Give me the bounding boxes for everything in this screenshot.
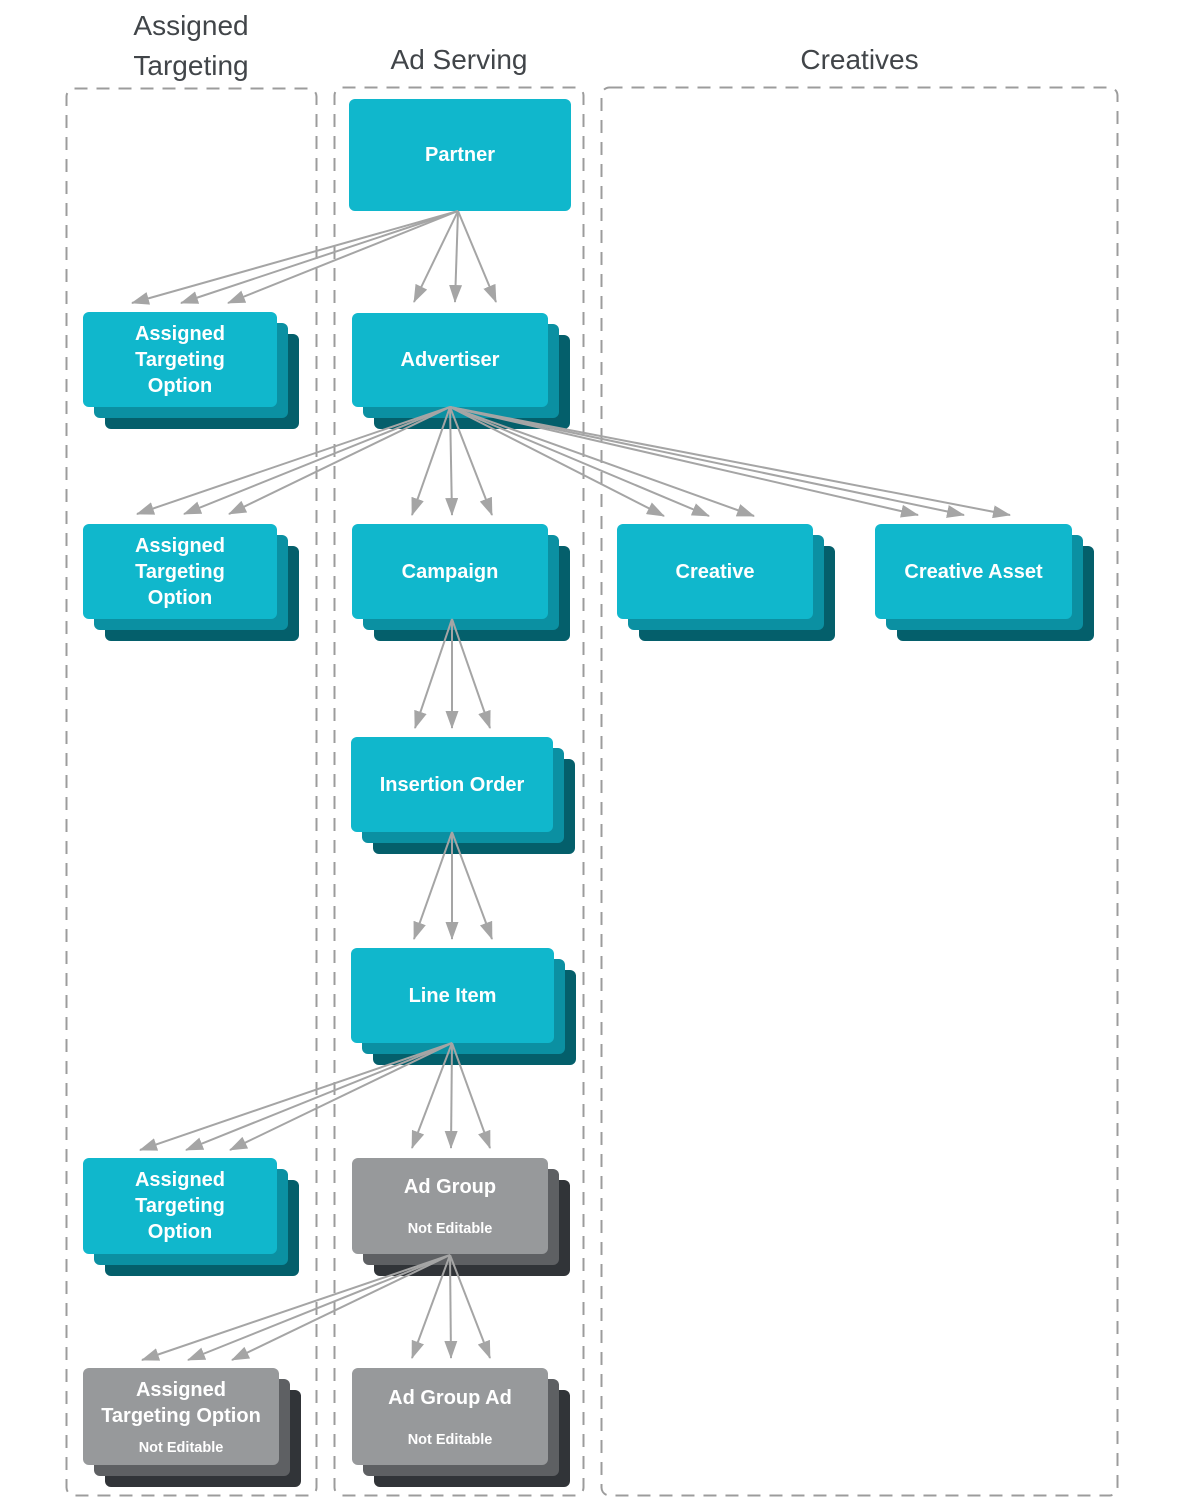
node-card: Creative Asset	[875, 524, 1072, 619]
node-line-item: Line Item	[351, 948, 576, 1065]
node-label: Assigned Targeting Option	[134, 322, 226, 397]
node-card: Assigned Targeting Option	[83, 312, 277, 407]
node-card: Creative	[617, 524, 813, 619]
node-label: Assigned Targeting Option	[134, 1169, 226, 1243]
node-sublabel: Not Editable	[138, 1439, 224, 1456]
node-assigned-targeting-option-advertiser-level: Assigned Targeting Option	[83, 524, 299, 641]
node-campaign: Campaign	[352, 524, 570, 641]
node-label: Assigned Targeting Option	[101, 1378, 261, 1427]
node-sublabel: Not Editable	[407, 1431, 493, 1448]
node-assigned-targeting-option-partner-level: Assigned Targeting Option	[83, 312, 299, 429]
node-label: Creative Asset	[904, 560, 1043, 583]
node-card: Assigned Targeting Option Not Editable	[83, 1368, 279, 1465]
column-title-ad-serving: Ad Serving	[390, 44, 528, 75]
node-ad-group-ad: Ad Group Ad Not Editable	[352, 1368, 570, 1487]
node-advertiser: Advertiser	[352, 313, 570, 429]
column-title-assigned-targeting: Assigned Targeting	[133, 10, 249, 81]
node-partner: Partner	[349, 99, 571, 211]
column-box-creatives	[600, 86, 1119, 1497]
node-label: Ad Group	[403, 1176, 497, 1198]
node-card: Ad Group Ad Not Editable	[352, 1368, 548, 1465]
node-insertion-order: Insertion Order	[351, 737, 575, 854]
column-box-assigned-targeting	[65, 87, 318, 1497]
node-card: Ad Group Not Editable	[352, 1158, 548, 1254]
node-label: Advertiser	[400, 349, 500, 371]
node-label: Partner	[424, 144, 496, 166]
node-label: Assigned Targeting Option	[134, 534, 226, 609]
node-label: Insertion Order	[379, 773, 525, 796]
node-creative: Creative	[617, 524, 835, 641]
node-label: Creative	[675, 560, 755, 583]
node-assigned-targeting-option-line-item-level: Assigned Targeting Option	[83, 1158, 299, 1276]
node-card: Line Item	[351, 948, 554, 1043]
node-card: Insertion Order	[351, 737, 553, 832]
node-sublabel: Not Editable	[407, 1221, 493, 1237]
node-card: Advertiser	[352, 313, 548, 407]
node-card: Partner	[349, 99, 571, 211]
node-card: Assigned Targeting Option	[83, 524, 277, 619]
node-label: Line Item	[408, 984, 497, 1007]
node-assigned-targeting-option-ad-group-level: Assigned Targeting Option Not Editable	[83, 1368, 301, 1487]
column-title-creatives: Creatives	[800, 44, 919, 75]
node-creative-asset: Creative Asset	[875, 524, 1094, 641]
node-label: Campaign	[401, 560, 499, 583]
node-ad-group: Ad Group Not Editable	[352, 1158, 570, 1276]
node-card: Campaign	[352, 524, 548, 619]
node-label: Ad Group Ad	[388, 1386, 512, 1409]
node-card: Assigned Targeting Option	[83, 1158, 277, 1254]
column-box-ad-serving	[333, 86, 585, 1497]
